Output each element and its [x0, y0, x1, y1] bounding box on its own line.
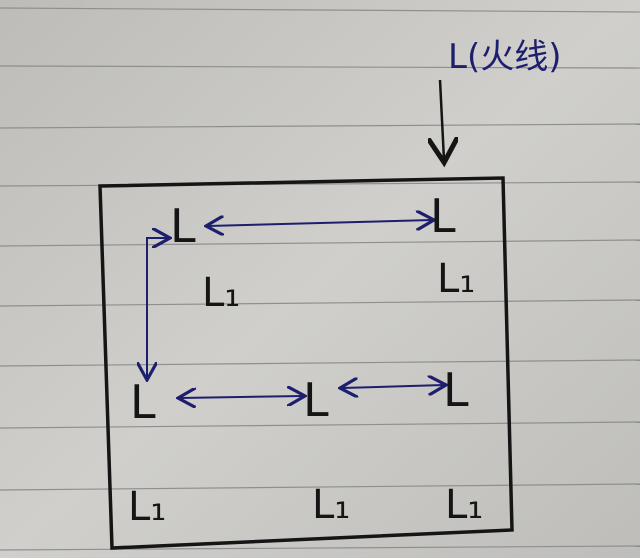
- double-arrow: [180, 396, 303, 398]
- live-wire-label: L(火线): [448, 37, 561, 77]
- node-l: L: [303, 373, 329, 427]
- node-l1: L₁: [445, 482, 483, 528]
- node-l1: L₁: [312, 482, 350, 528]
- node-l1: L₁: [437, 256, 475, 302]
- room-box: [98, 176, 514, 550]
- live-wire-arrow: [440, 79, 444, 160]
- node-l: L: [443, 363, 469, 417]
- node-l1: L₁: [128, 484, 166, 530]
- blue-arrows: [147, 220, 444, 398]
- double-arrow: [342, 385, 444, 388]
- elbow-arrow: [147, 238, 168, 378]
- node-l: L: [130, 375, 156, 429]
- node-labels: L L L L L: [130, 189, 469, 429]
- node-l: L: [430, 189, 456, 243]
- sub-labels: L₁ L₁ L₁ L₁ L₁: [128, 256, 483, 530]
- double-arrow: [208, 220, 432, 226]
- node-l1: L₁: [202, 270, 240, 316]
- node-l: L: [170, 199, 196, 253]
